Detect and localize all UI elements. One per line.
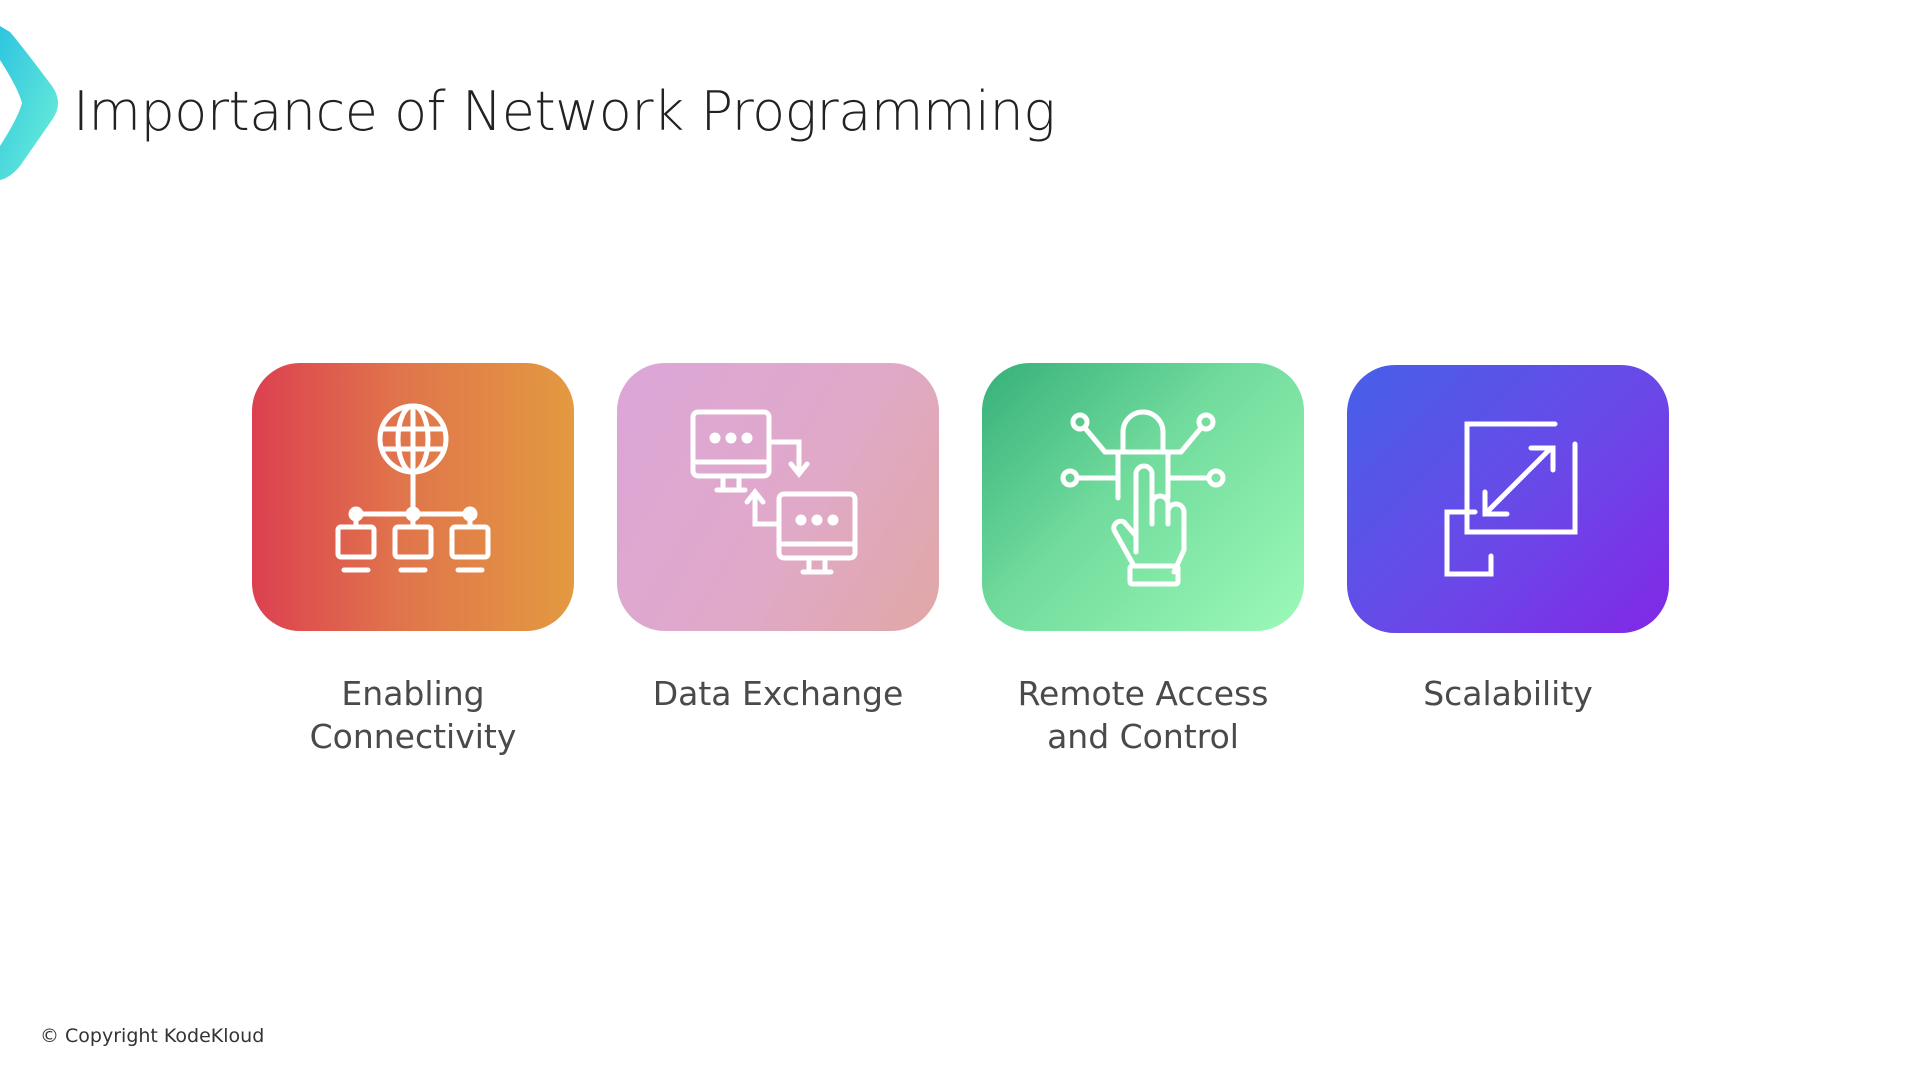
card-remote-access: [982, 363, 1304, 631]
network-globe-icon: [335, 403, 491, 573]
label-line: Enabling: [341, 674, 485, 713]
label-line: Data Exchange: [652, 674, 904, 713]
label-line: Scalability: [1423, 674, 1593, 713]
scale-resize-icon: [1444, 421, 1578, 577]
label-line: Remote Access: [1017, 674, 1269, 713]
data-exchange-icon: [690, 409, 858, 575]
card-data-exchange: [617, 363, 939, 631]
card-enabling-connectivity: [252, 363, 574, 631]
card-label: Data Exchange: [617, 672, 939, 715]
kodekloud-chevron-logo: [0, 26, 58, 180]
remote-touch-icon: [1060, 409, 1226, 587]
card-label: Remote Access and Control: [982, 672, 1304, 758]
copyright-footer: © Copyright KodeKloud: [40, 1025, 265, 1047]
label-line: and Control: [1047, 717, 1239, 756]
label-line: Connectivity: [309, 717, 517, 756]
page-title: Importance of Network Programming: [73, 80, 1056, 143]
card-scalability: [1347, 365, 1669, 633]
card-label: Scalability: [1347, 672, 1669, 715]
